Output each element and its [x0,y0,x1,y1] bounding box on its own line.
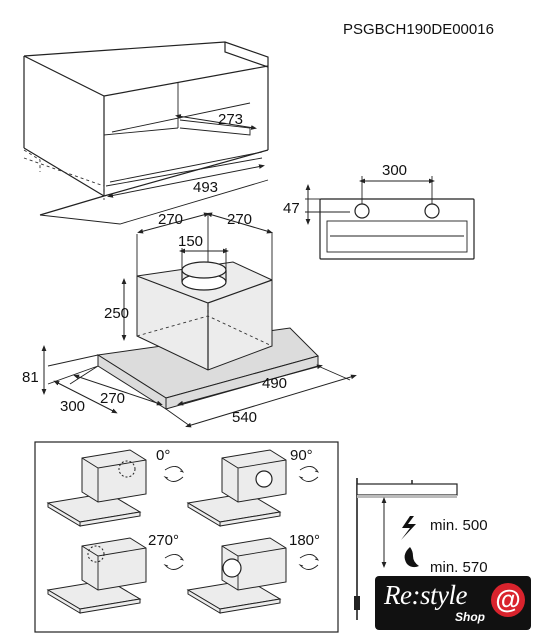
cabinet-width-arrow [107,164,265,198]
hood-depth-label: 270 [100,390,125,407]
lightning-icon [401,516,416,540]
outlet-spacing-label: 300 [382,162,407,179]
hood-front-right-arrow [206,212,273,234]
flame-icon [404,547,419,568]
cabinet-depth-label: 273 [218,111,243,128]
rotation-180deg [186,537,320,614]
hood-width-inner-label: 490 [262,375,287,392]
rotation-label-90: 90° [290,447,313,464]
hood-width-outer-arrow [185,374,357,428]
at-icon: @ [491,583,525,617]
hood-front-left-label: 270 [158,211,183,228]
hood-width-outer-label: 540 [232,409,257,426]
cabinet-width-label: 493 [193,179,218,196]
hood-depth-arrow [73,374,163,406]
rotation-270deg [46,537,185,614]
clearance-gas-label: min. 570 [430,559,488,576]
rotation-label-270: 270° [148,532,179,549]
logo-shop-text: Shop [455,610,485,624]
cabinet-drawing [23,41,269,225]
rotation-label-0: 0° [156,447,170,464]
outlet-height-label: 47 [283,200,300,217]
rotation-label-180: 180° [289,532,320,549]
clearance-drawing [354,478,458,620]
hood-depth-side-label: 300 [60,398,85,415]
side-view [305,176,475,260]
cabinet-depth-arrow [175,114,257,130]
panel-height-label: 81 [22,369,39,386]
hood-height-label: 250 [104,305,129,322]
clearance-electric-label: min. 500 [430,517,488,534]
rotation-panel [34,441,339,633]
hood-outlet-label: 150 [178,233,203,250]
hood-front-right-label: 270 [227,211,252,228]
logo-wordmark: Re:style [384,580,467,610]
rotation-90deg [186,449,320,527]
product-code: PSGBCH190DE00016 [343,21,494,38]
rotation-0deg [46,449,185,527]
hood-front-left-arrow [137,212,210,234]
